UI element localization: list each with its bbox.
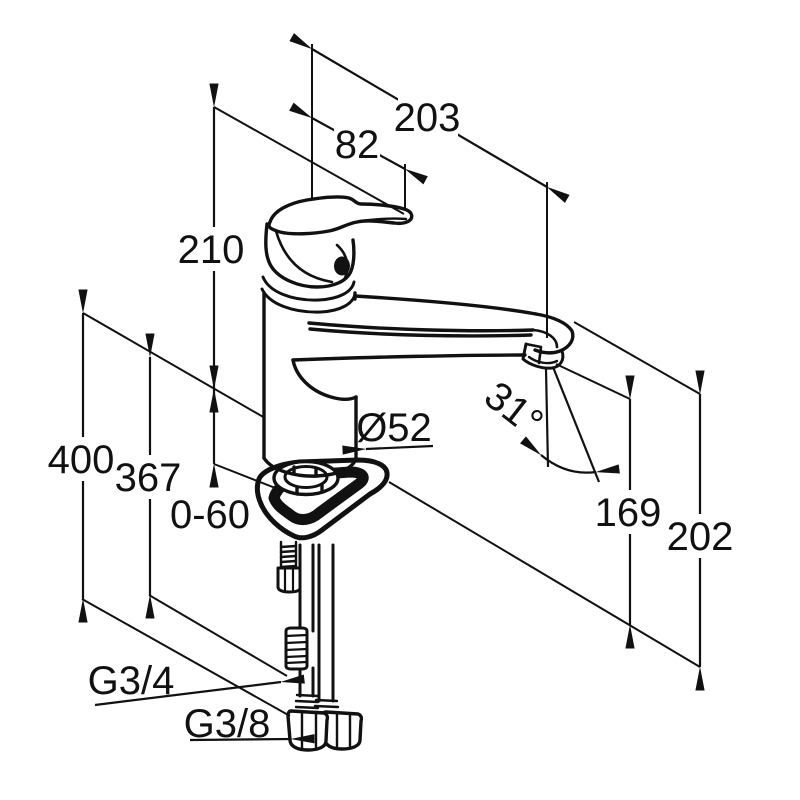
cartridge-rings [260,275,357,314]
aerator [521,342,565,370]
label-diameter: Ø52 [356,406,432,450]
ext-outlet-bottom [555,363,631,400]
extension-lines [81,44,701,717]
hex-nut-left [286,709,330,752]
aerator-face [527,355,559,365]
label-handle-reach: 82 [335,123,380,167]
label-outlet-height: 169 [595,491,662,535]
angle-arc [520,436,620,474]
lever-handle [267,195,414,236]
ext-deck-bottom [213,463,284,492]
ext-total-length-bottom [81,598,291,717]
dimension-lines [78,33,705,744]
stud-nut-facets [283,566,295,593]
label-backgrounds [52,95,732,558]
leader-diameter [342,444,434,455]
ext-deck-right [388,481,701,668]
mounting-ring-teeth [292,465,324,496]
spout-nose [533,312,575,355]
label-deck-range: 0-60 [170,493,250,537]
faucet-artwork [254,195,575,752]
g34-fitting-ribs [284,633,309,665]
label-pipe-length: 367 [115,456,182,500]
hex-nut-right-facets [335,711,352,750]
lever-handle-edge [358,217,408,223]
label-reach: 203 [394,96,461,140]
leader-thread-upper [94,674,305,707]
ext-spout-top [573,321,701,395]
label-height: 210 [178,228,245,272]
threaded-stud [279,540,298,570]
label-thread-upper: G3/4 [88,659,175,703]
stud-nut [276,566,302,594]
label-spout-height: 202 [667,515,734,559]
spout-body-fillet [291,358,358,401]
angle-dimension [520,366,620,483]
temperature-indicator-dot [334,256,350,276]
label-total-length: 400 [48,438,115,482]
label-angle: 31° [476,373,551,445]
ext-pipe-length-bottom [148,594,288,677]
angle-leg-vertical [544,368,550,468]
supply-pipe-right [313,543,340,715]
angle-leg-tilted [551,366,601,483]
leader-thread-lower [189,734,315,744]
label-thread-lower: G3/8 [184,702,271,746]
ext-deck-left [82,312,266,419]
spout-nose-inner [531,328,559,349]
spout [291,294,575,401]
